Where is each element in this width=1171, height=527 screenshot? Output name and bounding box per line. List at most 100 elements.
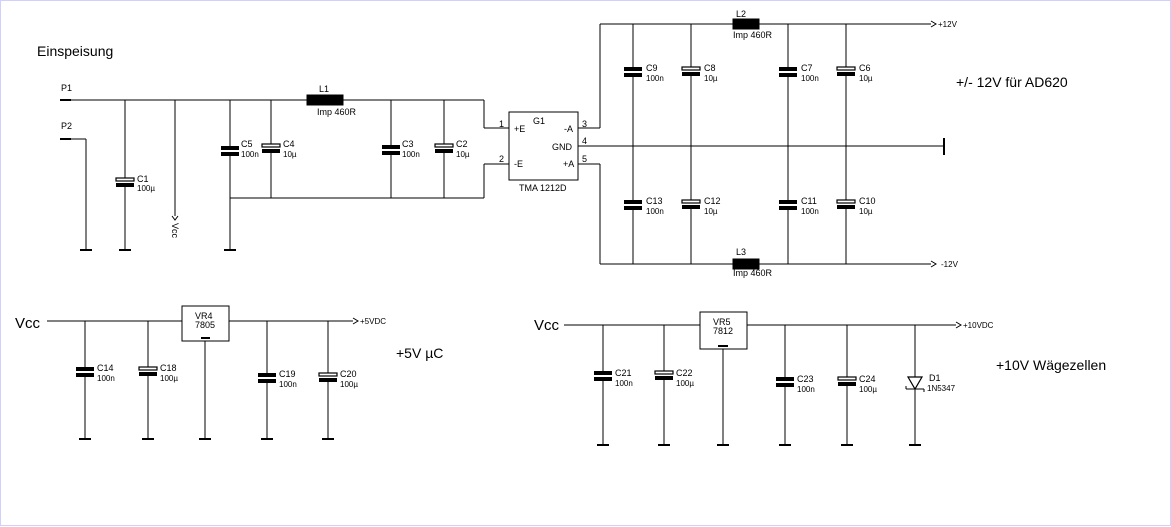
l3-value: Imp 460R xyxy=(733,268,773,278)
capacitor-c4 xyxy=(261,143,281,148)
port-plus10: +10VDC xyxy=(963,321,994,330)
c9-name: C9 xyxy=(646,63,658,73)
c5-name: C5 xyxy=(241,139,253,149)
g1-pin-gnd: GND xyxy=(552,142,573,152)
capacitor-c2 xyxy=(434,143,454,148)
heading-einspeisung: Einspeisung xyxy=(37,43,113,59)
regulator-5v-section: +5VDC VR4 7805 C14 100n C18 100µ C19 100… xyxy=(47,305,386,440)
c1-value: 100µ xyxy=(137,184,155,193)
pm12v-section: +12V L2 Imp 460R -12V L3 Imp 460R C9 100… xyxy=(578,9,959,278)
c8-name: C8 xyxy=(704,63,716,73)
arrow-minus12 xyxy=(930,260,937,268)
arrow-plus5 xyxy=(352,317,359,325)
c22-name: C22 xyxy=(676,368,693,378)
regulator-vr5 xyxy=(699,311,748,350)
c14-name: C14 xyxy=(97,363,114,373)
vr4-value: 7805 xyxy=(195,320,215,330)
g1-pin-plus-a: +A xyxy=(563,159,574,169)
d1-name: D1 xyxy=(929,373,941,383)
c24-value: 100µ xyxy=(859,385,877,394)
vcc-arrow xyxy=(171,215,179,221)
c1-name: C1 xyxy=(137,174,149,184)
heading-pm12v: +/- 12V für AD620 xyxy=(956,74,1068,90)
l3-name: L3 xyxy=(736,247,746,257)
c12-value: 10µ xyxy=(704,207,718,216)
regulator-vr4 xyxy=(181,305,230,342)
c7-name: C7 xyxy=(801,63,813,73)
c3-name: C3 xyxy=(402,139,414,149)
c14-value: 100n xyxy=(97,374,115,383)
c4-name: C4 xyxy=(283,139,295,149)
g1-pin-5: 5 xyxy=(582,154,587,164)
l2-name: L2 xyxy=(736,9,746,19)
g1-box xyxy=(508,111,579,181)
g1-name: G1 xyxy=(533,116,545,126)
c13-name: C13 xyxy=(646,196,663,206)
g1-pin-plus-e: +E xyxy=(514,124,525,134)
c18-name: C18 xyxy=(160,363,177,373)
inductor-l1 xyxy=(306,94,344,106)
g1-pin-minus-e: -E xyxy=(514,159,523,169)
g1-pin-4: 4 xyxy=(582,136,587,146)
c2-name: C2 xyxy=(456,139,468,149)
g1-value: TMA 1212D xyxy=(519,183,567,193)
capacitor-c10 xyxy=(836,199,856,204)
heading-10v: +10V Wägezellen xyxy=(996,357,1106,373)
capacitor-c12 xyxy=(681,199,701,204)
vr5-name: VR5 xyxy=(713,317,731,327)
c20-value: 100µ xyxy=(340,380,358,389)
c21-name: C21 xyxy=(615,368,632,378)
port-plus12: +12V xyxy=(938,20,958,29)
c5-value: 100n xyxy=(241,150,259,159)
c12-name: C12 xyxy=(704,196,721,206)
c20-name: C20 xyxy=(340,369,357,379)
arrow-plus12 xyxy=(930,20,937,28)
heading-5v: +5V µC xyxy=(396,345,443,361)
capacitor-c20 xyxy=(318,372,338,377)
vcc-label-left: Vcc xyxy=(15,315,41,332)
c6-value: 10µ xyxy=(859,74,873,83)
g1-pin-2: 2 xyxy=(499,154,504,164)
c24-name: C24 xyxy=(859,374,876,384)
c18-value: 100µ xyxy=(160,374,178,383)
input-section: P1 P2 L1 Imp 460R C1 100µ Vcc xyxy=(60,83,509,251)
converter-g1: G1 +E -E -A GND +A TMA 1212D 1 2 3 4 5 xyxy=(499,111,587,193)
capacitor-c22 xyxy=(654,370,674,375)
c23-value: 100n xyxy=(797,385,815,394)
zener-diode-d1 xyxy=(906,376,924,391)
c21-value: 100n xyxy=(615,379,633,388)
c19-value: 100n xyxy=(279,380,297,389)
port-label-p2: P2 xyxy=(61,121,72,131)
l1-name: L1 xyxy=(319,84,329,94)
port-label-p1: P1 xyxy=(61,83,72,93)
d1-value: 1N5347 xyxy=(927,384,956,393)
capacitor-c24 xyxy=(837,376,857,381)
g1-pin-3: 3 xyxy=(582,119,587,129)
c4-value: 10µ xyxy=(283,150,297,159)
c10-value: 10µ xyxy=(859,207,873,216)
capacitor-c1 xyxy=(115,177,135,182)
c13-value: 100n xyxy=(646,207,664,216)
g1-pin-1: 1 xyxy=(499,119,504,129)
port-minus12: -12V xyxy=(941,260,959,269)
vr4-name: VR4 xyxy=(195,311,213,321)
c9-value: 100n xyxy=(646,74,664,83)
arrow-plus10 xyxy=(955,321,962,329)
vcc-rot-label: Vcc xyxy=(170,223,180,239)
l2-value: Imp 460R xyxy=(733,30,773,40)
port-plus5: +5VDC xyxy=(360,317,386,326)
l1-value: Imp 460R xyxy=(317,107,357,117)
c8-value: 10µ xyxy=(704,74,718,83)
c7-value: 100n xyxy=(801,74,819,83)
c19-name: C19 xyxy=(279,369,296,379)
c23-name: C23 xyxy=(797,374,814,384)
inductor-l2 xyxy=(732,18,760,30)
capacitor-c6 xyxy=(836,66,856,71)
c2-value: 10µ xyxy=(456,150,470,159)
c6-name: C6 xyxy=(859,63,871,73)
capacitor-c18 xyxy=(138,366,158,371)
c11-name: C11 xyxy=(801,196,817,206)
capacitor-c8 xyxy=(681,66,701,71)
